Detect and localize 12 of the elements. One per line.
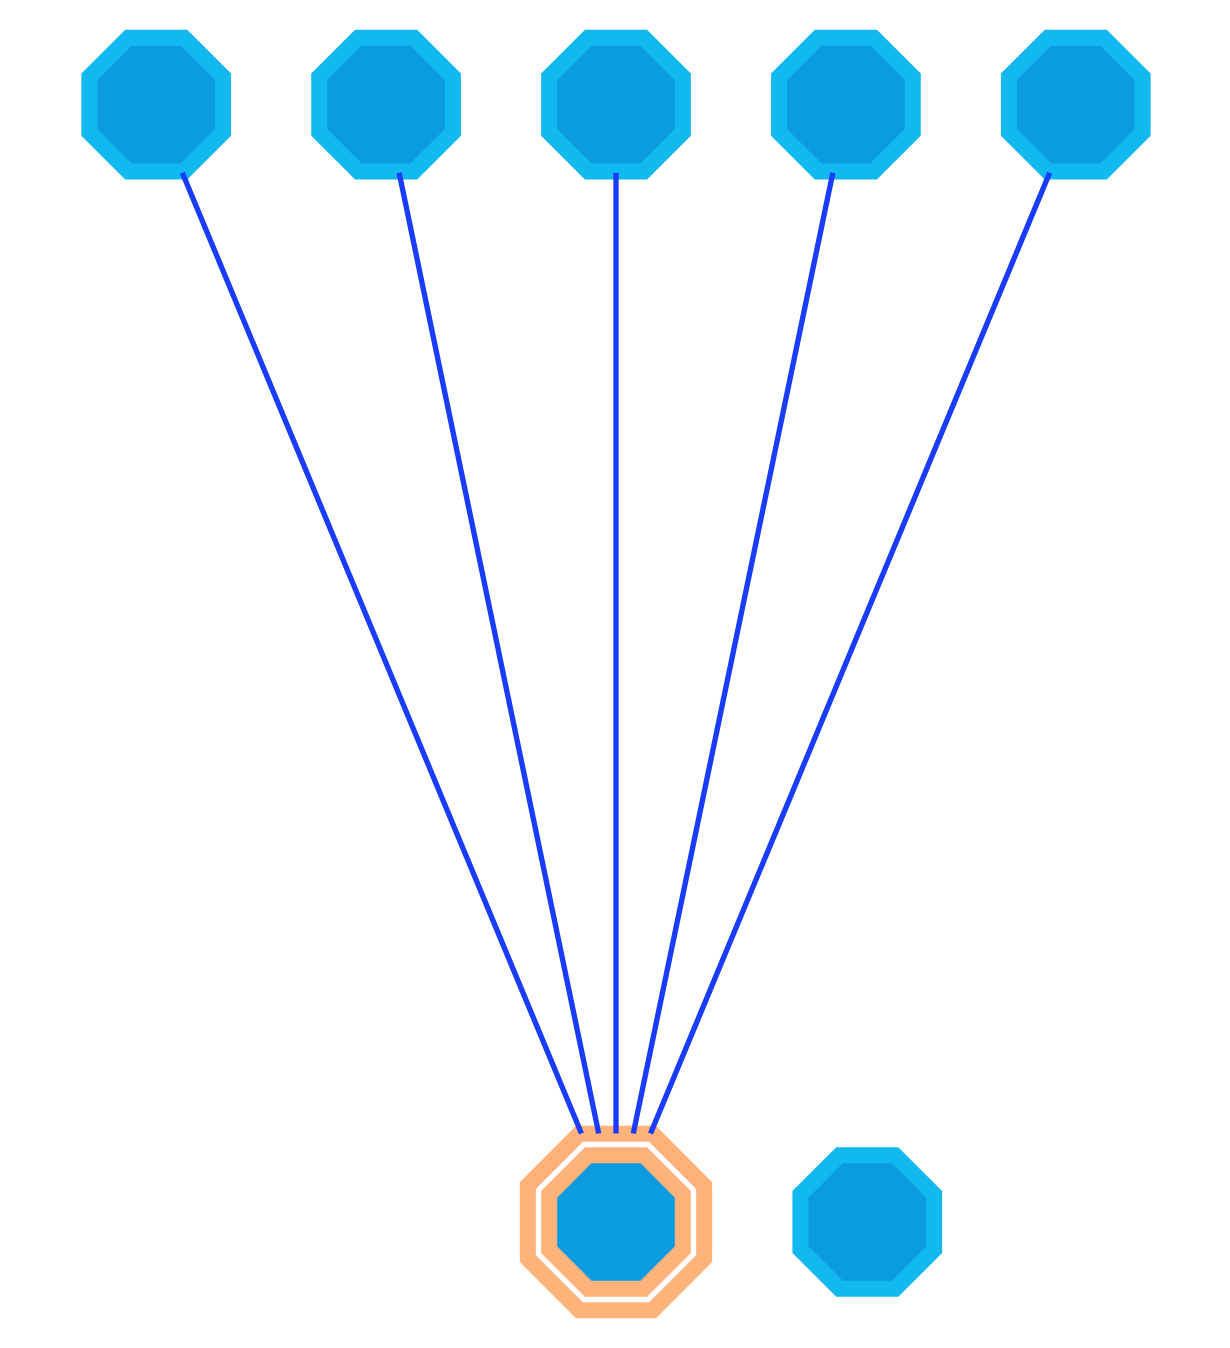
- node-virus: [540, 29, 690, 180]
- node-virus: [999, 29, 1150, 180]
- node-virus: [770, 29, 920, 180]
- connector: [178, 171, 583, 1135]
- connector: [647, 171, 1052, 1135]
- node-virus: [791, 1147, 942, 1297]
- connector: [395, 172, 601, 1134]
- node-virus: [80, 29, 231, 180]
- node-virus: [518, 1125, 712, 1319]
- connector: [612, 172, 618, 1134]
- connector: [629, 172, 835, 1134]
- node-virus: [310, 29, 460, 180]
